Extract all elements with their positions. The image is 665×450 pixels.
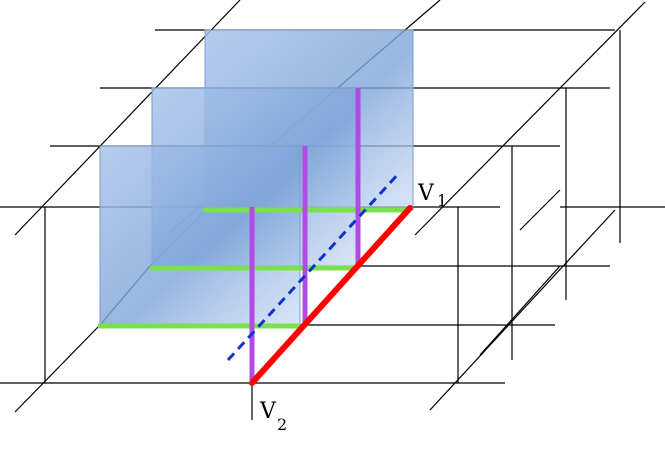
- dashed-diagonal: [226, 170, 402, 362]
- v2-subscript: 2: [277, 415, 287, 434]
- v2-main: V: [259, 399, 277, 424]
- vertical-segments: [249, 88, 361, 383]
- label-v2: V 2: [259, 399, 287, 434]
- blue-panels: [99, 29, 414, 327]
- red-diagonal-v2-v1: [249, 205, 413, 386]
- v1-subscript: 1: [437, 191, 447, 210]
- panel-front: [99, 145, 301, 327]
- v1-main: V: [417, 181, 435, 206]
- label-v1: V 1: [417, 181, 447, 210]
